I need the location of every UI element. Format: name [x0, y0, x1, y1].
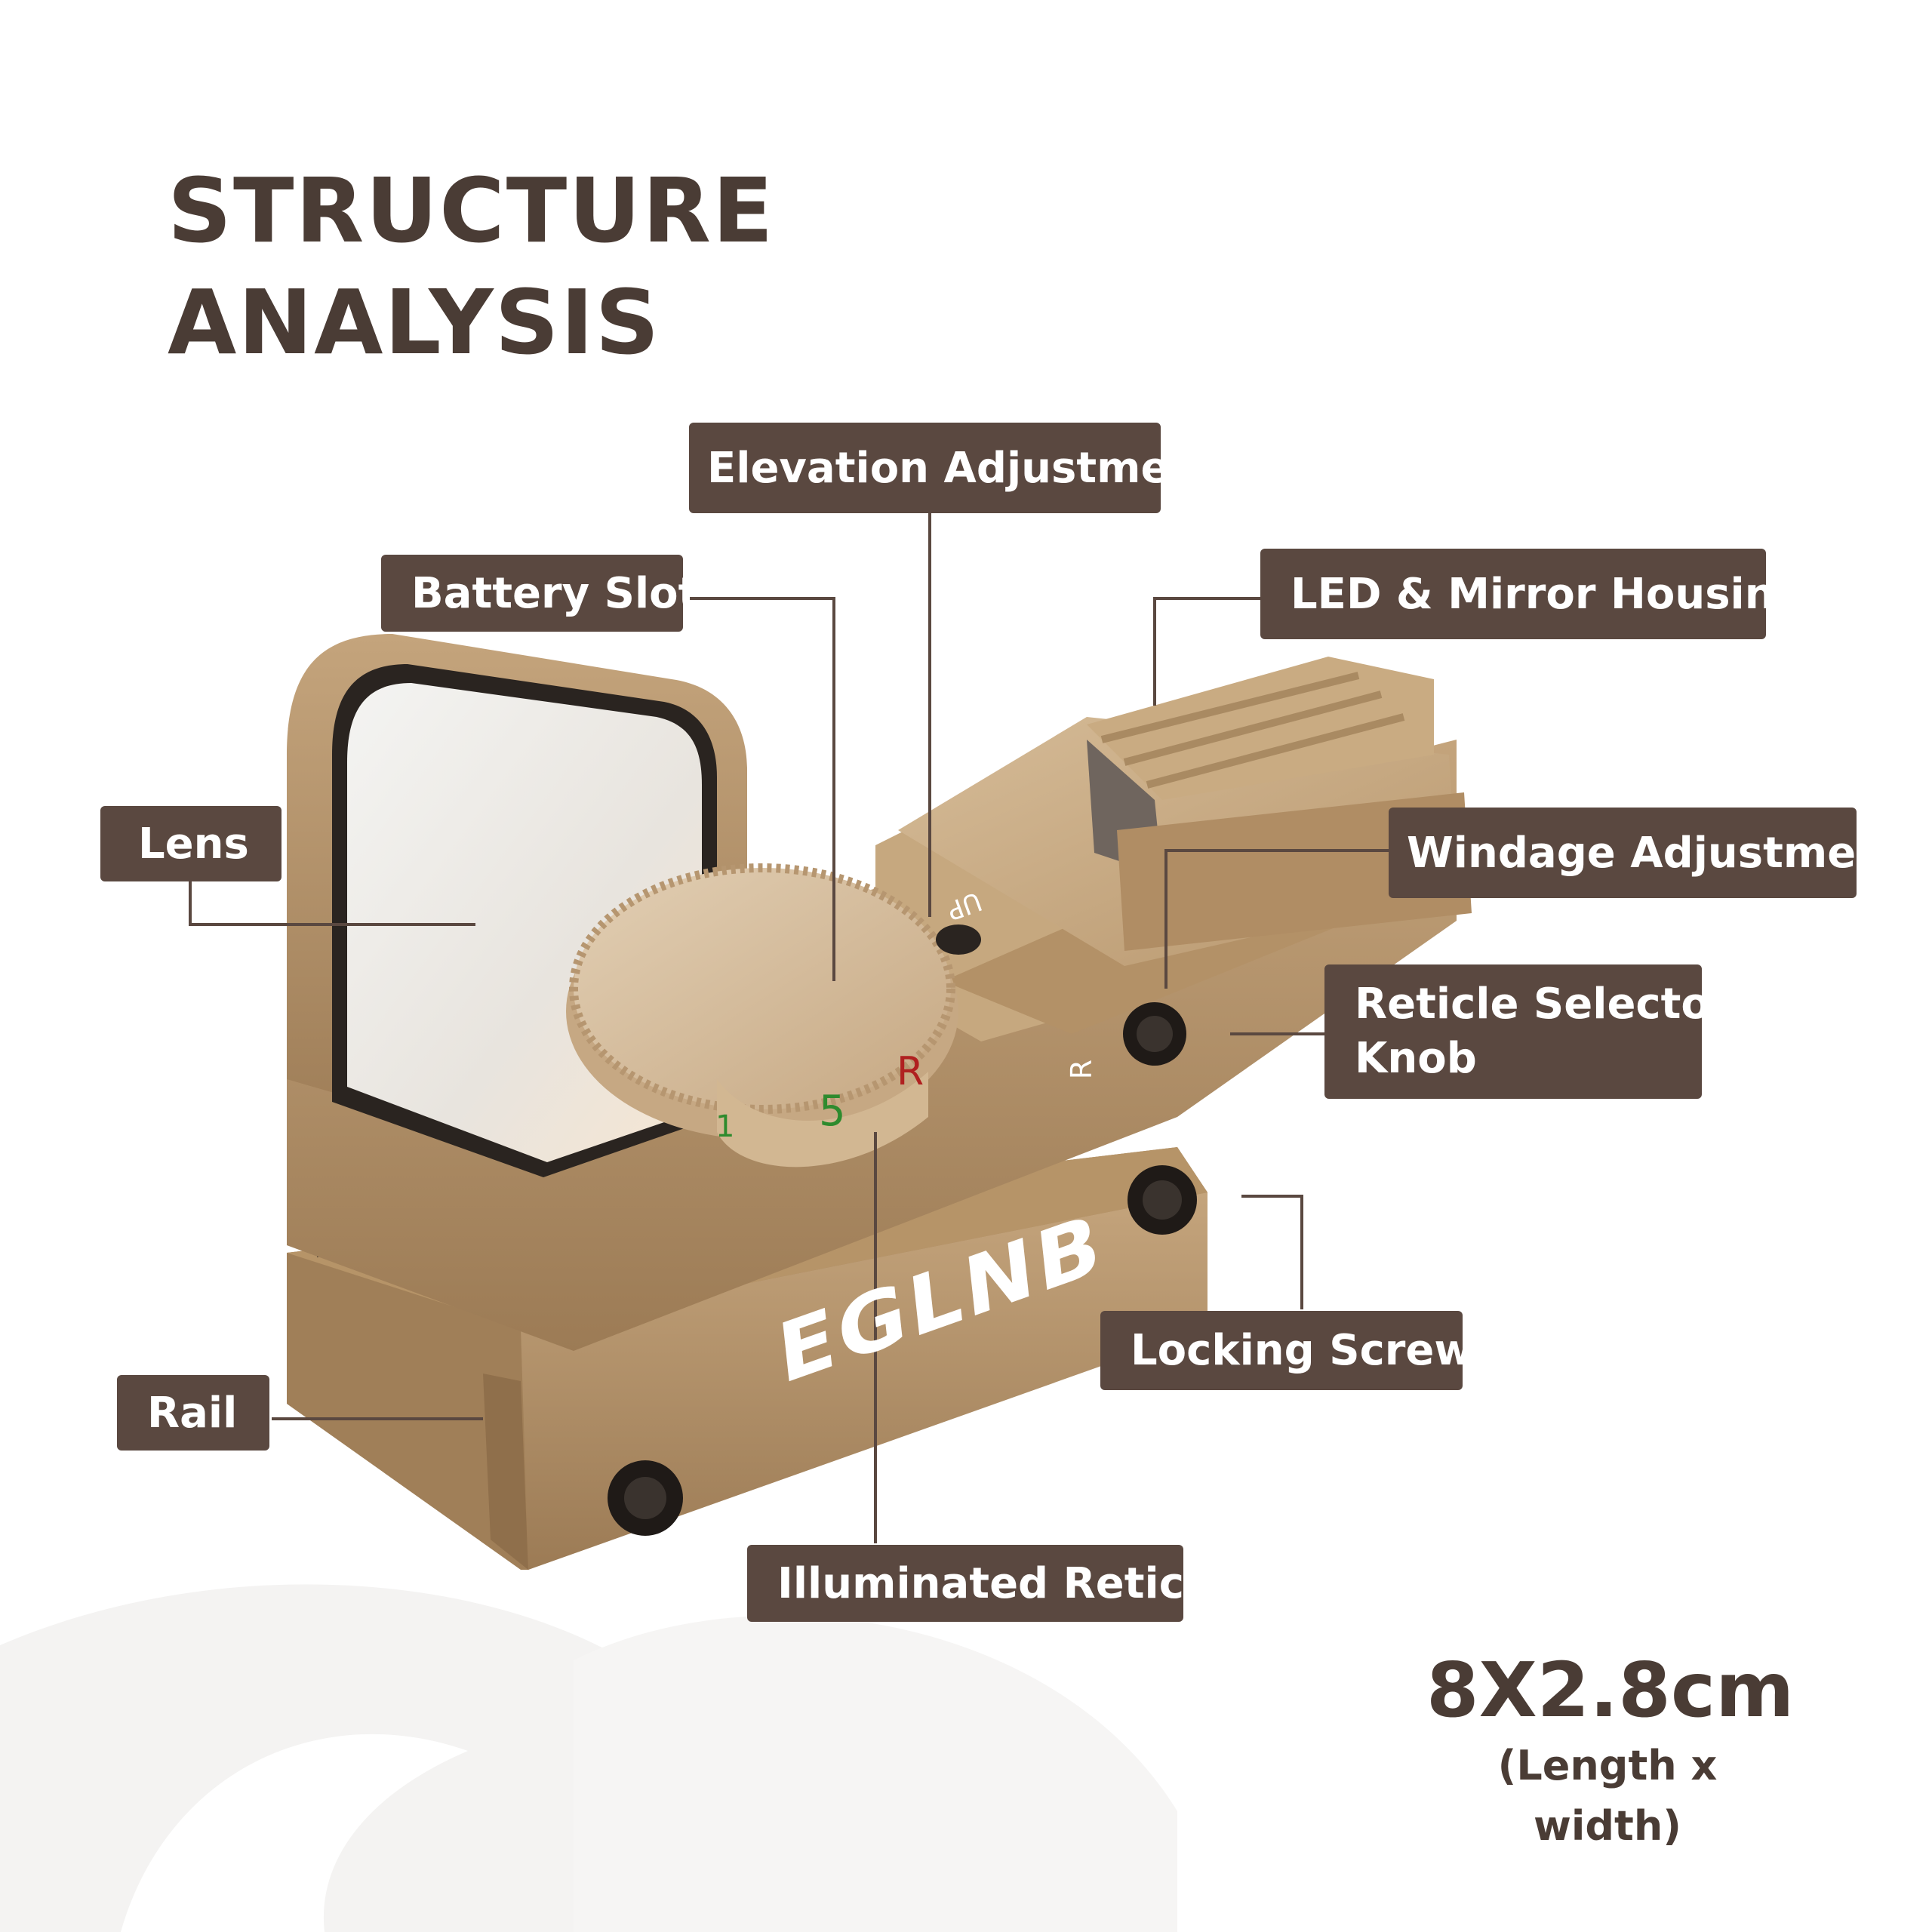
dial-mark-r: R	[897, 1049, 924, 1094]
label-locking-screw: Locking Screw	[1100, 1311, 1473, 1390]
label-reticle-selector-knob: Reticle Selector Knob	[1324, 964, 1730, 1099]
dial-mark-1: 1	[715, 1109, 735, 1144]
windage-screw	[1123, 1002, 1186, 1066]
title-line-1: STRUCTURE	[168, 158, 775, 263]
label-elevation-adjustment: Elevation Adjustment	[689, 423, 1220, 513]
locking-screw-bottom	[608, 1460, 683, 1536]
dimensions: 8X2.8cm (Length x width)	[1426, 1645, 1795, 1857]
background-watermark	[0, 1584, 1177, 1932]
label-lens: Lens	[100, 806, 281, 881]
dimensions-unit: (Length x width)	[1497, 1742, 1718, 1850]
title-line-2: ANALYSIS	[168, 270, 661, 374]
dial-mark-5: 5	[819, 1087, 846, 1136]
page-title: STRUCTURE ANALYSIS	[168, 155, 775, 378]
label-windage-adjustment: Windage Adjustment	[1389, 808, 1906, 898]
side-r-marking: R	[1065, 1059, 1099, 1080]
label-rail: Rail	[117, 1375, 269, 1451]
label-battery-slot: Battery Slot	[381, 555, 698, 632]
leader-lines	[189, 513, 1392, 1543]
label-reticle-selector-line1: Reticle Selector	[1355, 980, 1731, 1029]
elevation-dial	[566, 863, 981, 1168]
label-led-mirror-housing: LED & Mirror Housing	[1260, 549, 1805, 639]
dimensions-value: 8X2.8cm	[1426, 1646, 1795, 1734]
label-reticle-selector-line2: Knob	[1355, 1034, 1477, 1083]
label-illuminated-reticle: Illuminated Reticle	[747, 1545, 1227, 1622]
locking-screw-top	[1128, 1165, 1197, 1235]
